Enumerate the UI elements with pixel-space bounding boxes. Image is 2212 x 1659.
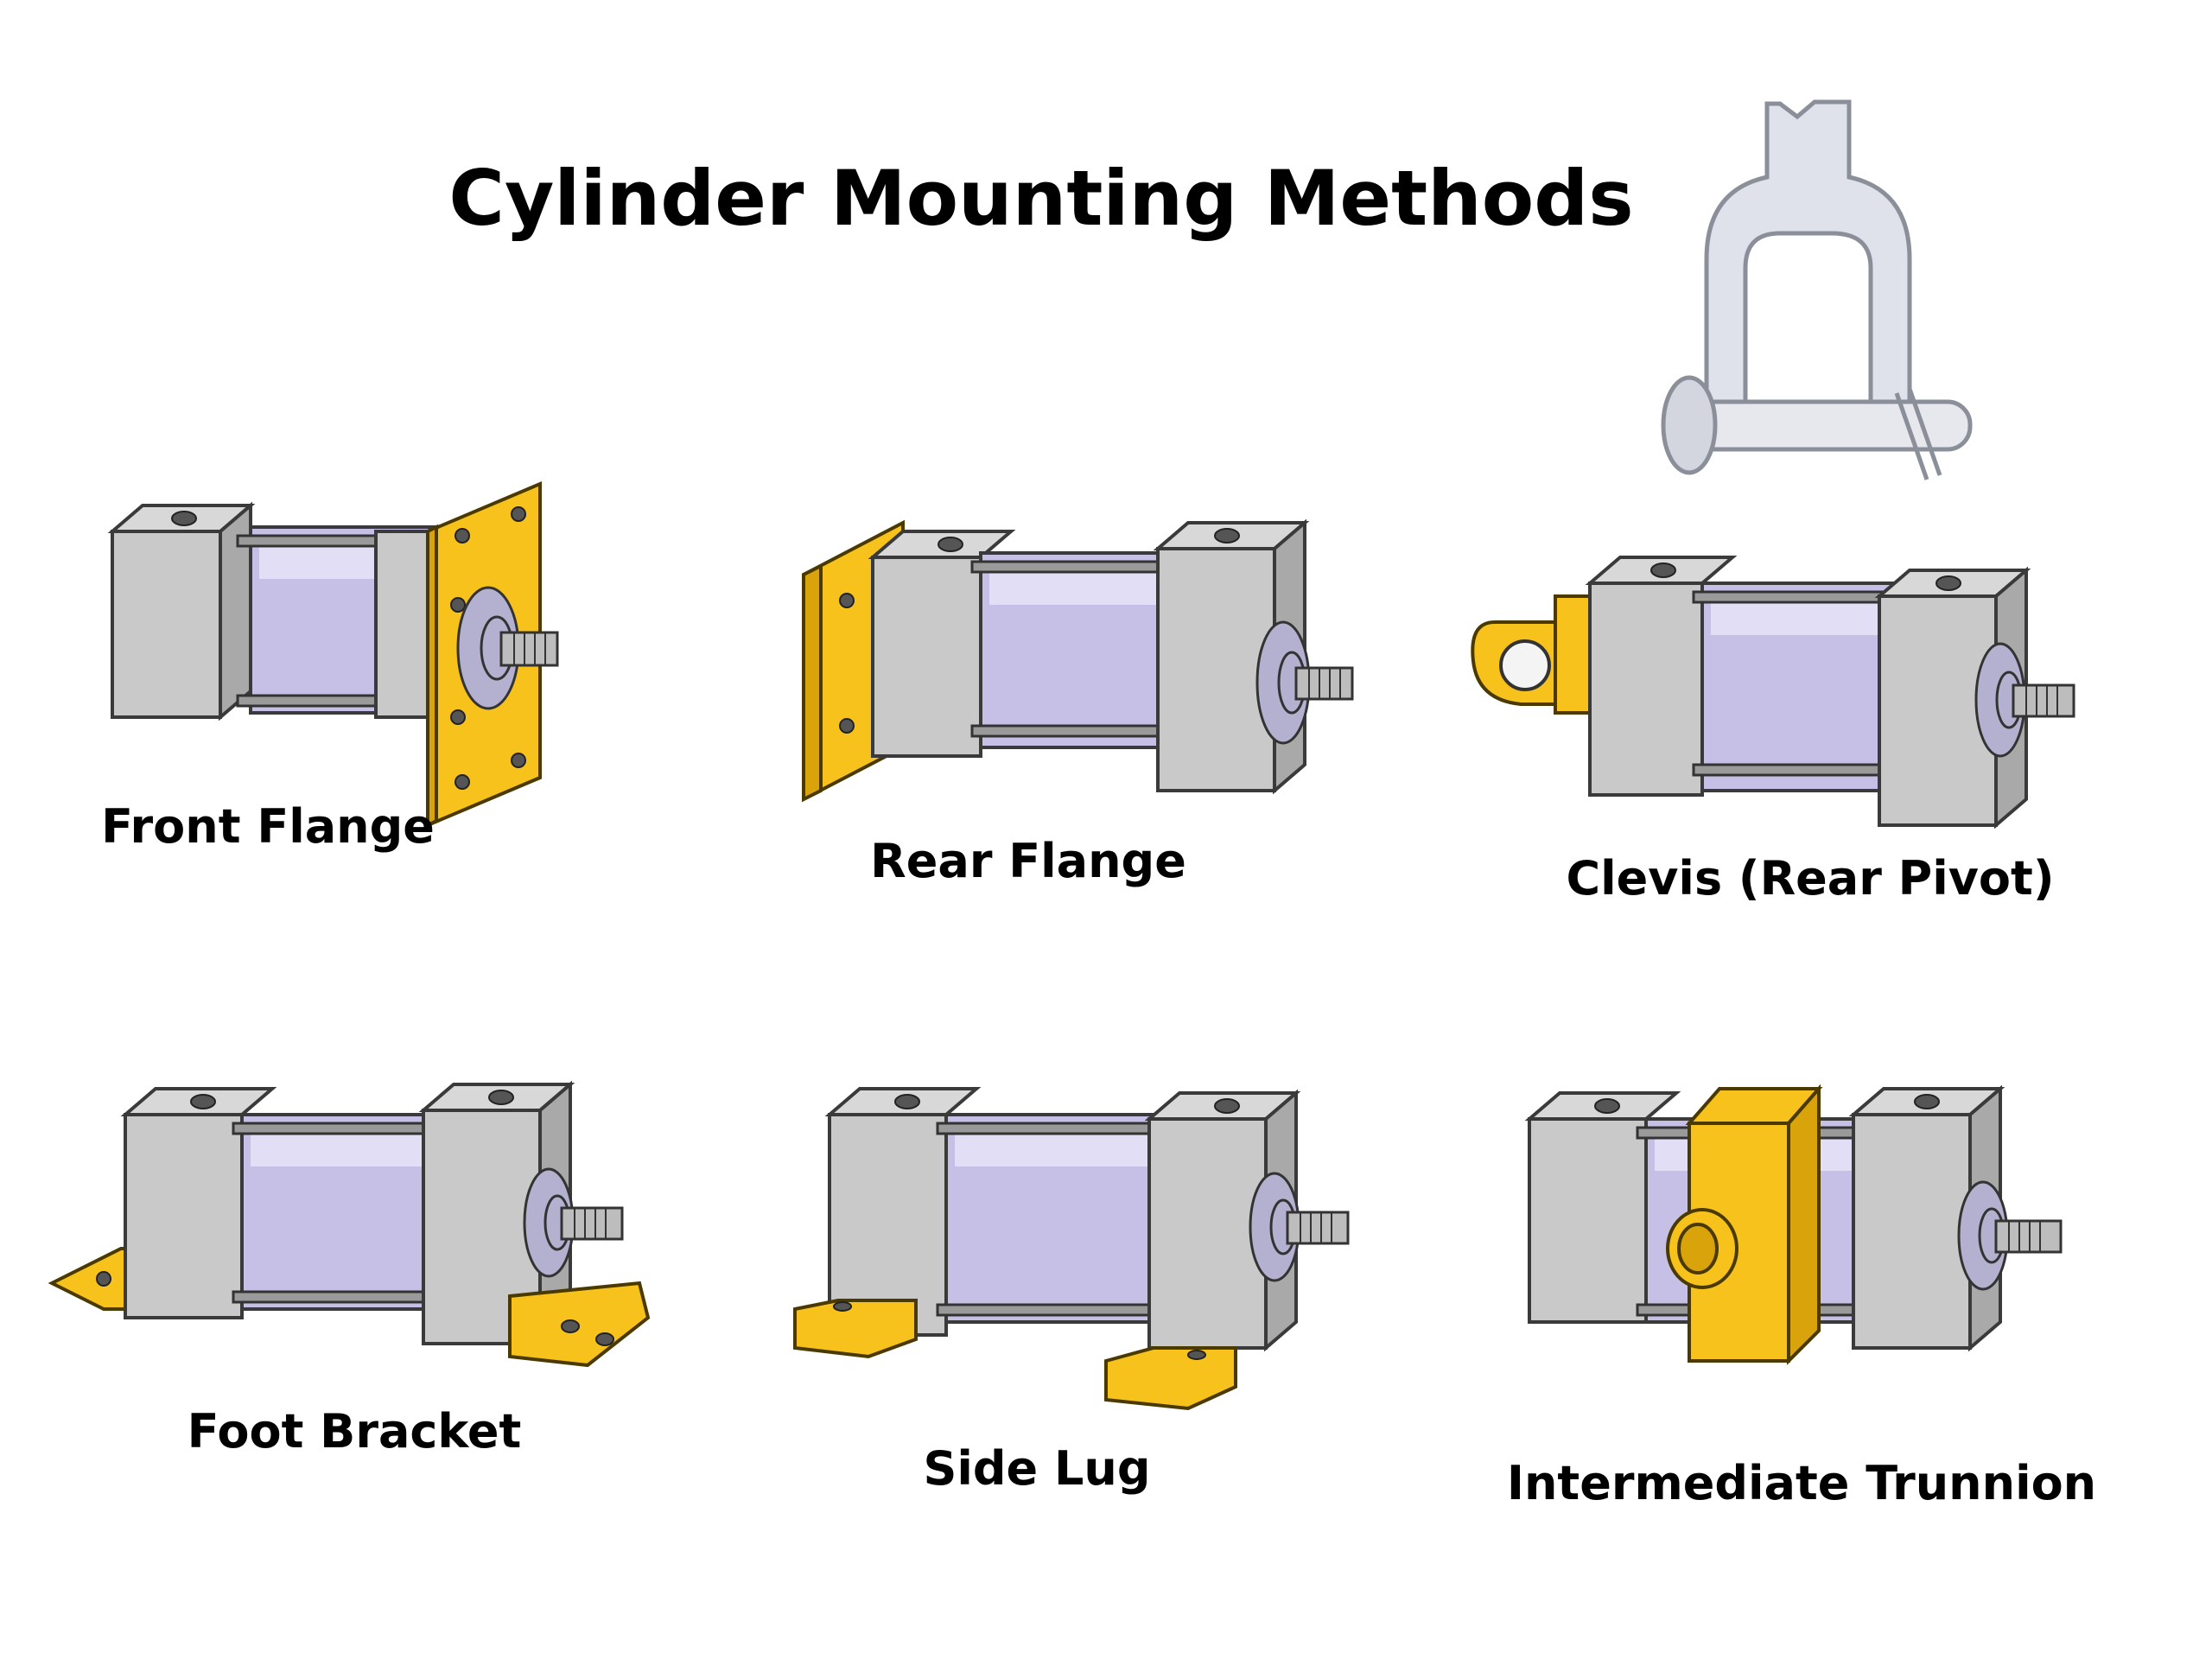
rear-flange-label: Rear Flange (870, 834, 1186, 888)
side-lug-label: Side Lug (923, 1441, 1151, 1496)
clevis-pin-illustration (1661, 99, 1973, 480)
foot-bracket-label: Foot Bracket (187, 1404, 522, 1459)
front-flange-label: Front Flange (101, 799, 435, 854)
intermediate-trunnion-cylinder (1524, 1084, 2063, 1365)
intermediate-trunnion-label: Intermediate Trunnion (1506, 1456, 2097, 1510)
clevis-cylinder (1471, 556, 2075, 830)
foot-bracket-cylinder (48, 1080, 651, 1368)
rear-flange-cylinder (802, 518, 1354, 803)
clevis-rear-pivot-label: Clevis (Rear Pivot) (1566, 851, 2055, 906)
side-lug-cylinder (793, 1087, 1350, 1411)
page-title: Cylinder Mounting Methods (448, 154, 1634, 243)
front-flange-cylinder (107, 480, 559, 829)
